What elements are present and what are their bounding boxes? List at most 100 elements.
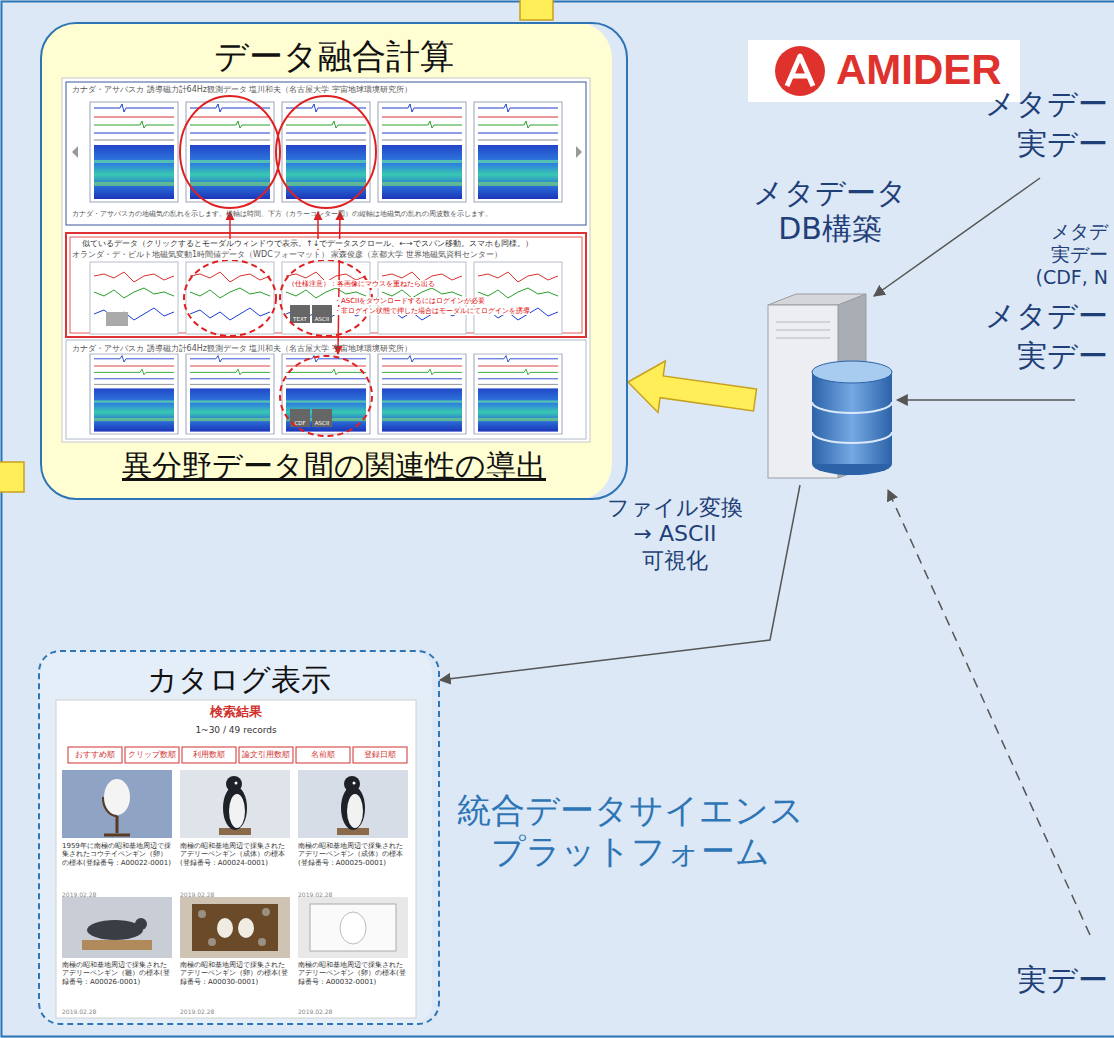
flow-label: (CDF, N xyxy=(1035,266,1108,289)
fusion-screenshot xyxy=(186,262,274,334)
button-text: ASCII xyxy=(312,420,332,427)
fusion-screenshot xyxy=(66,340,586,439)
fusion-screenshot xyxy=(280,356,372,436)
item-caption: 南極の昭和基地周辺で採集されたアデリーペンギン（成体）の標本(登録番号：A000… xyxy=(180,842,290,867)
catalog-screenshot xyxy=(56,700,416,1018)
item-caption: 南極の昭和基地周辺で採集されたアデリーペンギン（卵）の標本(登録番号：A0003… xyxy=(180,961,290,986)
flow-label: 実デー xyxy=(1051,243,1108,266)
incoming-arrow xyxy=(888,490,1090,935)
sort-button-text: クリップ数順 xyxy=(125,750,179,760)
fusion-screenshot xyxy=(576,146,582,158)
node-text: AMIDER xyxy=(836,45,1002,95)
catalog-screenshot xyxy=(56,700,416,1018)
catalog-screenshot xyxy=(229,794,245,828)
fusion-screenshot xyxy=(184,260,276,336)
fusion-screenshot xyxy=(474,354,562,434)
node-text: 異分野データ間の関連性の導出 xyxy=(42,448,626,484)
catalog-screenshot xyxy=(208,938,216,946)
catalog-screenshot xyxy=(180,897,290,958)
fusion-screenshot xyxy=(90,354,178,434)
catalog-screenshot xyxy=(192,904,278,951)
screenshot-text: 1~30 / 49 records xyxy=(56,725,416,736)
node-text: カタログ表示 xyxy=(40,662,438,698)
fusion-screenshot xyxy=(62,78,590,442)
flow-label: メタデー xyxy=(985,298,1108,334)
catalog-screenshot xyxy=(226,776,242,792)
flow-arrow xyxy=(628,361,757,413)
fusion-screenshot xyxy=(72,146,78,158)
catalog-screenshot xyxy=(340,912,366,944)
incoming-arrow xyxy=(874,178,1090,935)
catalog-screenshot xyxy=(182,747,236,763)
catalog-fill xyxy=(38,650,432,1025)
screenshot-text: 似ているデータ（クリックするとモーダルウィンドウで表示。↑↓でデータスクロール、… xyxy=(82,239,533,249)
screenshot-heading: 検索結果 xyxy=(56,704,416,720)
item-date: 2019.02.28 xyxy=(298,891,408,898)
yellow-arrow-fragment xyxy=(0,462,24,492)
catalog-screenshot xyxy=(238,918,254,938)
catalog-screenshot xyxy=(82,940,152,950)
item-date: 2019.02.28 xyxy=(180,891,290,898)
fusion-fill xyxy=(40,22,612,500)
screenshot-text: カナダ・アサバスカの地磁気の乱れを示します。横軸は時間、下方（カラーコンター図）… xyxy=(72,210,582,218)
sort-button-text: 利用数順 xyxy=(182,750,236,760)
server-icon xyxy=(776,322,830,338)
catalog-screenshot xyxy=(62,897,172,958)
fusion-screenshot xyxy=(66,233,586,337)
fusion-screenshot xyxy=(70,237,582,333)
catalog-screenshot xyxy=(125,747,179,763)
fusion-screenshot xyxy=(90,262,178,334)
fusion-screenshot xyxy=(290,305,310,323)
fusion-screenshot xyxy=(474,102,562,202)
screenshot-note: ・ASCIIをダウンロードするにはログインが必要 xyxy=(334,297,485,305)
item-date: 2019.02.28 xyxy=(180,1008,290,1015)
catalog-screenshot xyxy=(310,904,396,951)
fusion-screenshot xyxy=(90,102,178,202)
button-text: CDF xyxy=(290,420,310,427)
logo xyxy=(748,40,1020,102)
node-text: データ融合計算 xyxy=(42,36,626,77)
fusion-screenshot xyxy=(62,78,590,442)
flow-label: 実デー xyxy=(1017,126,1108,162)
fusion-screenshot xyxy=(282,102,370,202)
item-date: 2019.02.28 xyxy=(62,891,172,898)
catalog-screenshot xyxy=(223,786,247,830)
button-text: ASCII xyxy=(312,316,332,323)
fusion-fill xyxy=(40,22,612,500)
catalog-screenshot xyxy=(296,747,350,763)
catalog-screenshot xyxy=(344,776,360,792)
fusion-screenshot xyxy=(378,102,466,202)
catalog-screenshot xyxy=(298,770,408,838)
logo-box: AMIDER xyxy=(748,40,1020,102)
flow-label: メタデ xyxy=(1051,220,1108,243)
catalog-screenshot xyxy=(258,938,266,946)
catalog-screenshot xyxy=(62,770,172,838)
fusion-screenshot xyxy=(312,409,332,427)
screenshot-note: ・非ログイン状態で押した場合はモーダルにてログインを誘導 xyxy=(334,307,530,315)
logo xyxy=(787,56,813,86)
fusion-screenshot xyxy=(186,102,274,202)
fusion-screenshot xyxy=(312,305,332,323)
button-text: TEXT xyxy=(290,316,310,323)
screenshot-note: （仕様注意）：各画像にマウスを重ねたら出る xyxy=(288,280,435,288)
fusion-screenshot xyxy=(378,354,466,434)
catalog-screenshot xyxy=(217,918,233,938)
catalog-screenshot xyxy=(135,918,147,930)
item-caption: 1959年に南極の昭和基地周辺で採集されたコウテイペンギン（卵）の標本(登録番号… xyxy=(62,842,172,867)
screenshot-text: カナダ・アサバスカ 誘導磁力計64Hz観測データ 塩川和夫（名古屋大学 宇宙地球… xyxy=(72,344,582,354)
catalog-screenshot xyxy=(347,794,363,828)
logo xyxy=(748,40,1020,102)
catalog-screenshot xyxy=(353,747,407,763)
catalog-screenshot xyxy=(353,782,356,785)
server-node: メタデータ DB構築 xyxy=(740,175,920,485)
logo xyxy=(775,46,825,96)
fusion-screenshot xyxy=(66,82,586,225)
item-date: 2019.02.28 xyxy=(62,1008,172,1015)
connector-line xyxy=(440,485,800,680)
item-date: 2019.02.28 xyxy=(298,1008,408,1015)
sort-button-text: 登録日順 xyxy=(353,750,407,760)
item-caption: 南極の昭和基地周辺で採集されたアデリーペンギン（卵）の標本(登録番号：A0003… xyxy=(298,961,408,986)
